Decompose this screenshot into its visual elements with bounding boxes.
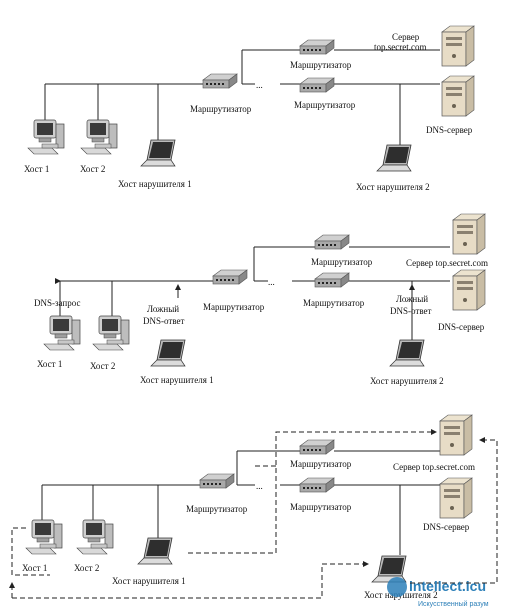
attacker1-label-3: Хост нарушителя 1 [112, 576, 186, 586]
attacker1-label: Хост нарушителя 1 [118, 179, 192, 189]
dns-server-label-2: DNS-сервер [438, 322, 485, 332]
host1-pc-3 [25, 519, 63, 555]
server-full-label-3: Сервер top.secret.com [393, 462, 475, 472]
server-top-secret-1 [441, 25, 475, 67]
router-main-label-3: Маршрутизатор [186, 504, 248, 514]
fake-dns-label-2b: DNS-ответ [390, 306, 432, 316]
diagram-2 [55, 246, 450, 345]
attacker1-laptop-3 [137, 537, 173, 565]
host2-label-3: Хост 2 [74, 563, 99, 573]
dots-label-2: ... [268, 277, 275, 287]
router-main-label: Маршрутизатор [190, 104, 252, 114]
router-bottom-3 [299, 477, 335, 493]
dns-server-2 [452, 269, 486, 311]
fake-dns-label-2a: Ложный [396, 294, 428, 304]
router-bottom-1 [299, 77, 335, 93]
watermark-sub: Искусственный разум [418, 600, 489, 608]
watermark-text: intellect.icu [409, 578, 486, 594]
host2-label-2: Хост 2 [90, 361, 115, 371]
host1-label: Хост 1 [24, 164, 49, 174]
router-bottom-label-2: Маршрутизатор [303, 298, 365, 308]
watermark: intellect.icu Искусственный разум [387, 577, 489, 608]
router-bottom-label-3: Маршрутизатор [290, 502, 352, 512]
attacker2-label-2: Хост нарушителя 2 [370, 376, 444, 386]
router-bottom-label: Маршрутизатор [294, 100, 356, 110]
server-top-secret-2 [452, 213, 486, 255]
host1-label-2: Хост 1 [37, 359, 62, 369]
diagram-3 [41, 450, 440, 555]
router-top-3 [299, 439, 335, 455]
server-name-label: Сервер [392, 32, 420, 42]
router-main-3 [199, 473, 235, 489]
router-top-label-3: Маршрутизатор [290, 459, 352, 469]
router-main-2 [212, 269, 248, 285]
dns-server-label: DNS-сервер [426, 125, 473, 135]
fake-dns-label-1a: Ложный [147, 304, 179, 314]
attacker1-laptop-1 [140, 139, 176, 167]
attacker2-laptop-1 [376, 144, 412, 172]
host2-pc-3 [76, 519, 114, 555]
router-main-1 [202, 73, 238, 89]
server-domain-label: top.secret.com [374, 42, 426, 52]
dns-query-label: DNS-запрос [34, 298, 80, 308]
router-main-label-2: Маршрутизатор [203, 302, 265, 312]
router-top-label: Маршрутизатор [290, 60, 352, 70]
host1-label-3: Хост 1 [22, 563, 47, 573]
host2-pc-2 [92, 315, 130, 351]
attacker1-laptop-2 [150, 339, 186, 367]
attacker1-label-2: Хост нарушителя 1 [140, 375, 214, 385]
router-bottom-2 [314, 272, 350, 288]
router-top-1 [299, 39, 335, 55]
host1-pc-2 [43, 315, 81, 351]
attack-paths [9, 429, 498, 599]
server-full-label-2: Сервер top.secret.com [406, 258, 488, 268]
host2-pc-1 [80, 119, 118, 155]
host1-pc-1 [27, 119, 65, 155]
server-top-secret-3 [439, 414, 473, 456]
host2-label: Хост 2 [80, 164, 105, 174]
dns-server-3 [439, 477, 473, 519]
dns-server-label-3: DNS-сервер [423, 522, 470, 532]
router-top-2 [314, 234, 350, 250]
diagram-1 [44, 49, 440, 148]
router-top-label-2: Маршрутизатор [311, 257, 373, 267]
fake-dns-label-1b: DNS-ответ [143, 316, 185, 326]
dots-label-3: ... [256, 481, 263, 491]
dots-label: ... [256, 80, 263, 90]
attacker2-label: Хост нарушителя 2 [356, 182, 430, 192]
attacker2-laptop-2 [389, 339, 425, 367]
dns-server-1 [441, 75, 475, 117]
